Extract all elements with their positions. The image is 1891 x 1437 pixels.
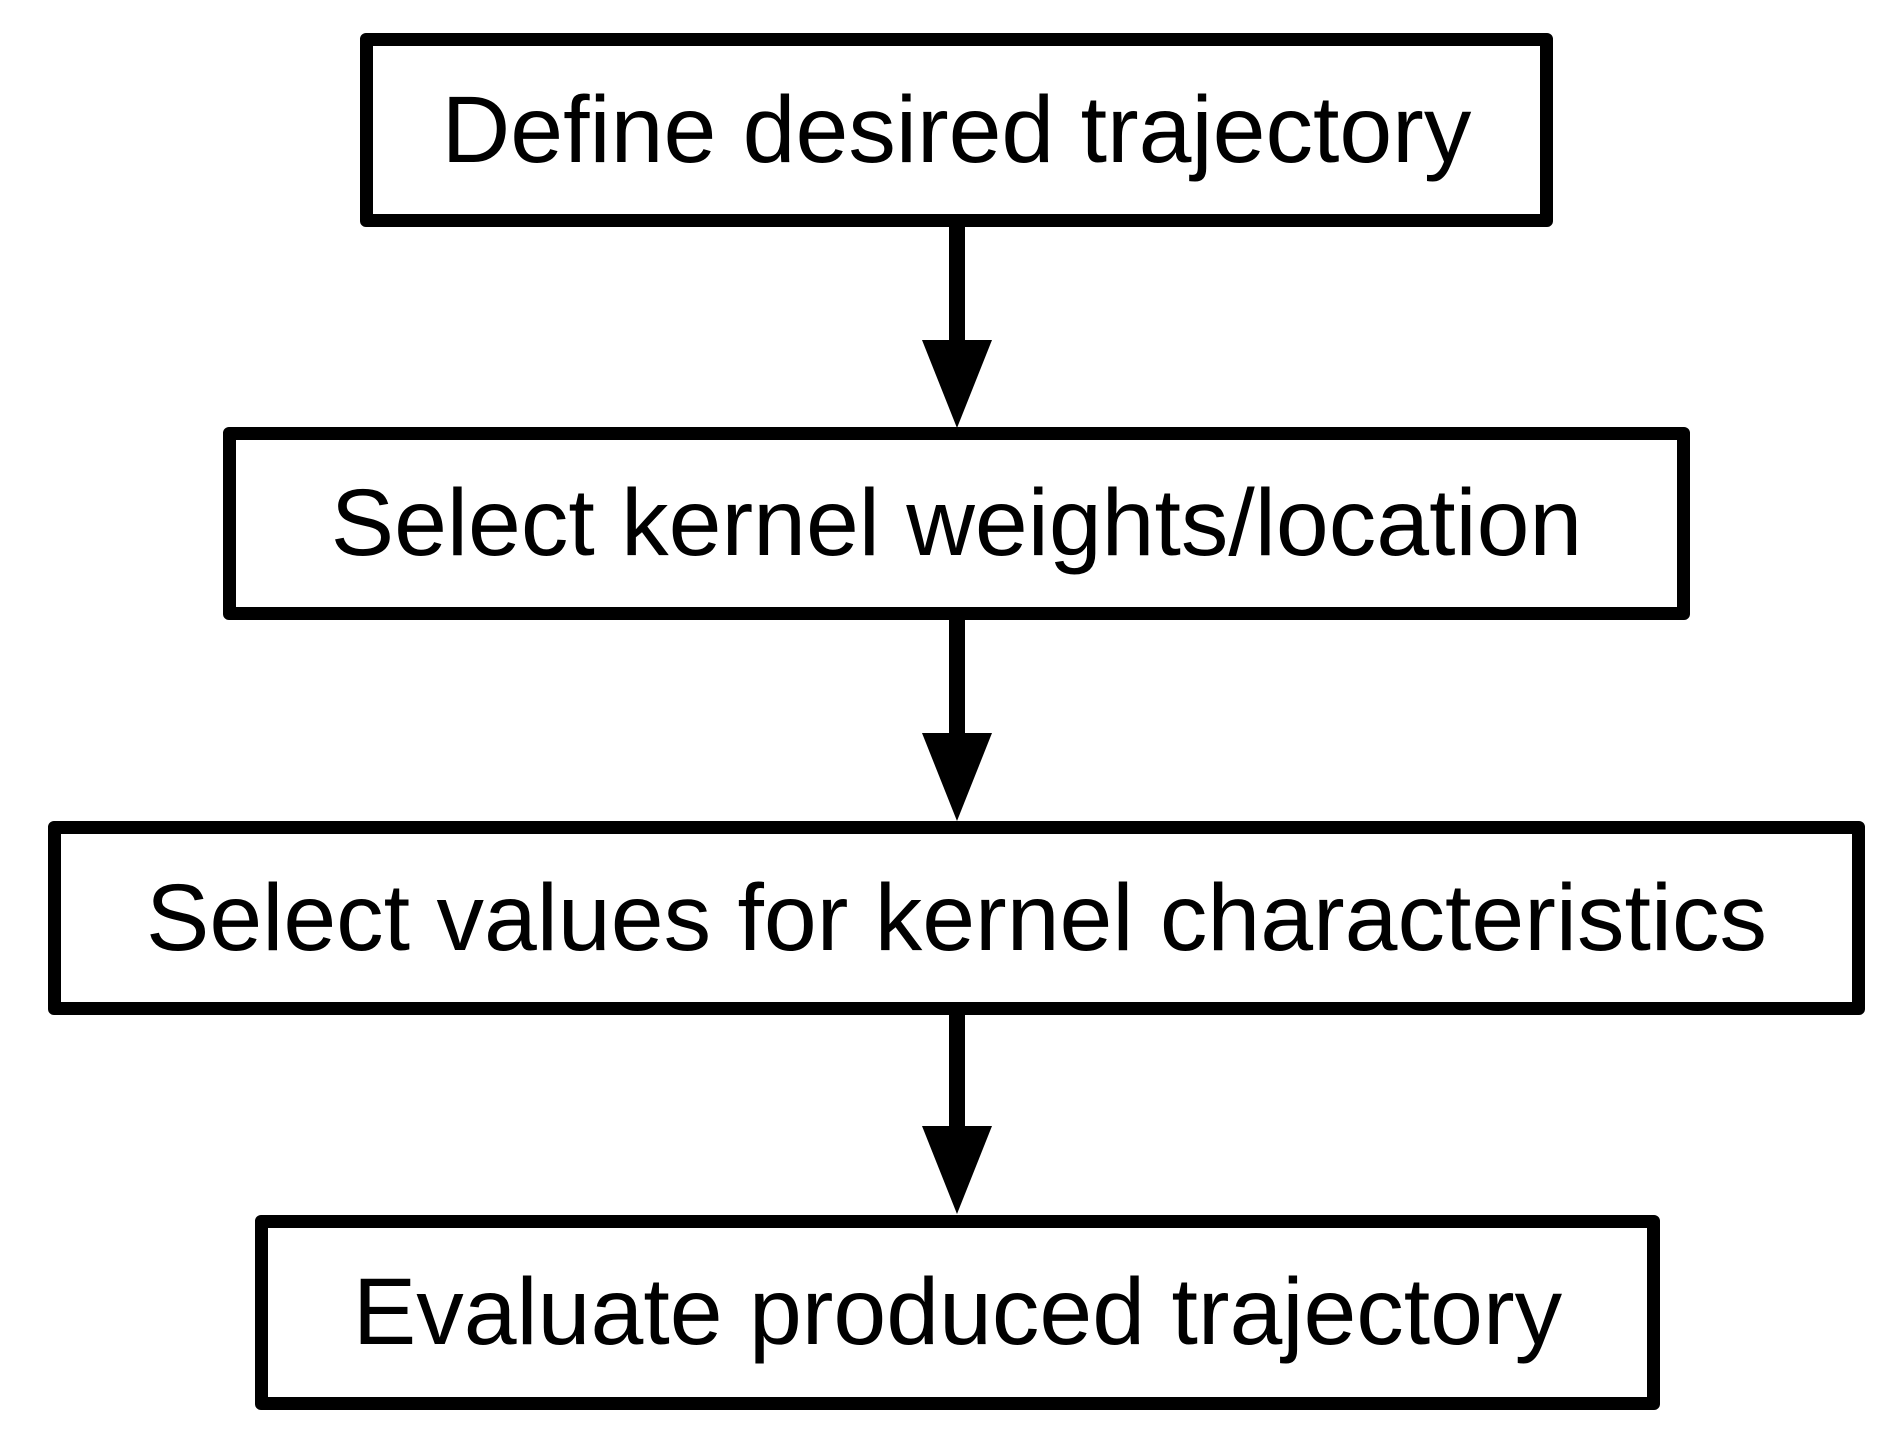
arrow-head [922, 733, 992, 821]
flow-step-select-values-kernel-characteristics: Select values for kernel characteristics [48, 821, 1865, 1015]
flow-step-label: Evaluate produced trajectory [352, 1259, 1563, 1365]
arrow-stem [949, 227, 965, 341]
flow-step-evaluate-produced-trajectory: Evaluate produced trajectory [255, 1215, 1660, 1410]
flow-step-label: Select values for kernel characteristics [146, 864, 1767, 971]
flow-step-select-kernel-weights-location: Select kernel weights/location [223, 427, 1690, 620]
arrow-stem [949, 1013, 965, 1127]
arrow-down-icon [922, 227, 992, 428]
arrow-down-icon [922, 620, 992, 821]
arrow-head [922, 340, 992, 428]
flow-step-define-desired-trajectory: Define desired trajectory [360, 33, 1553, 227]
arrow-stem [949, 620, 965, 734]
flow-step-label: Select kernel weights/location [330, 470, 1583, 576]
arrow-down-icon [922, 1013, 992, 1214]
flow-step-label: Define desired trajectory [441, 76, 1472, 183]
arrow-head [922, 1126, 992, 1214]
